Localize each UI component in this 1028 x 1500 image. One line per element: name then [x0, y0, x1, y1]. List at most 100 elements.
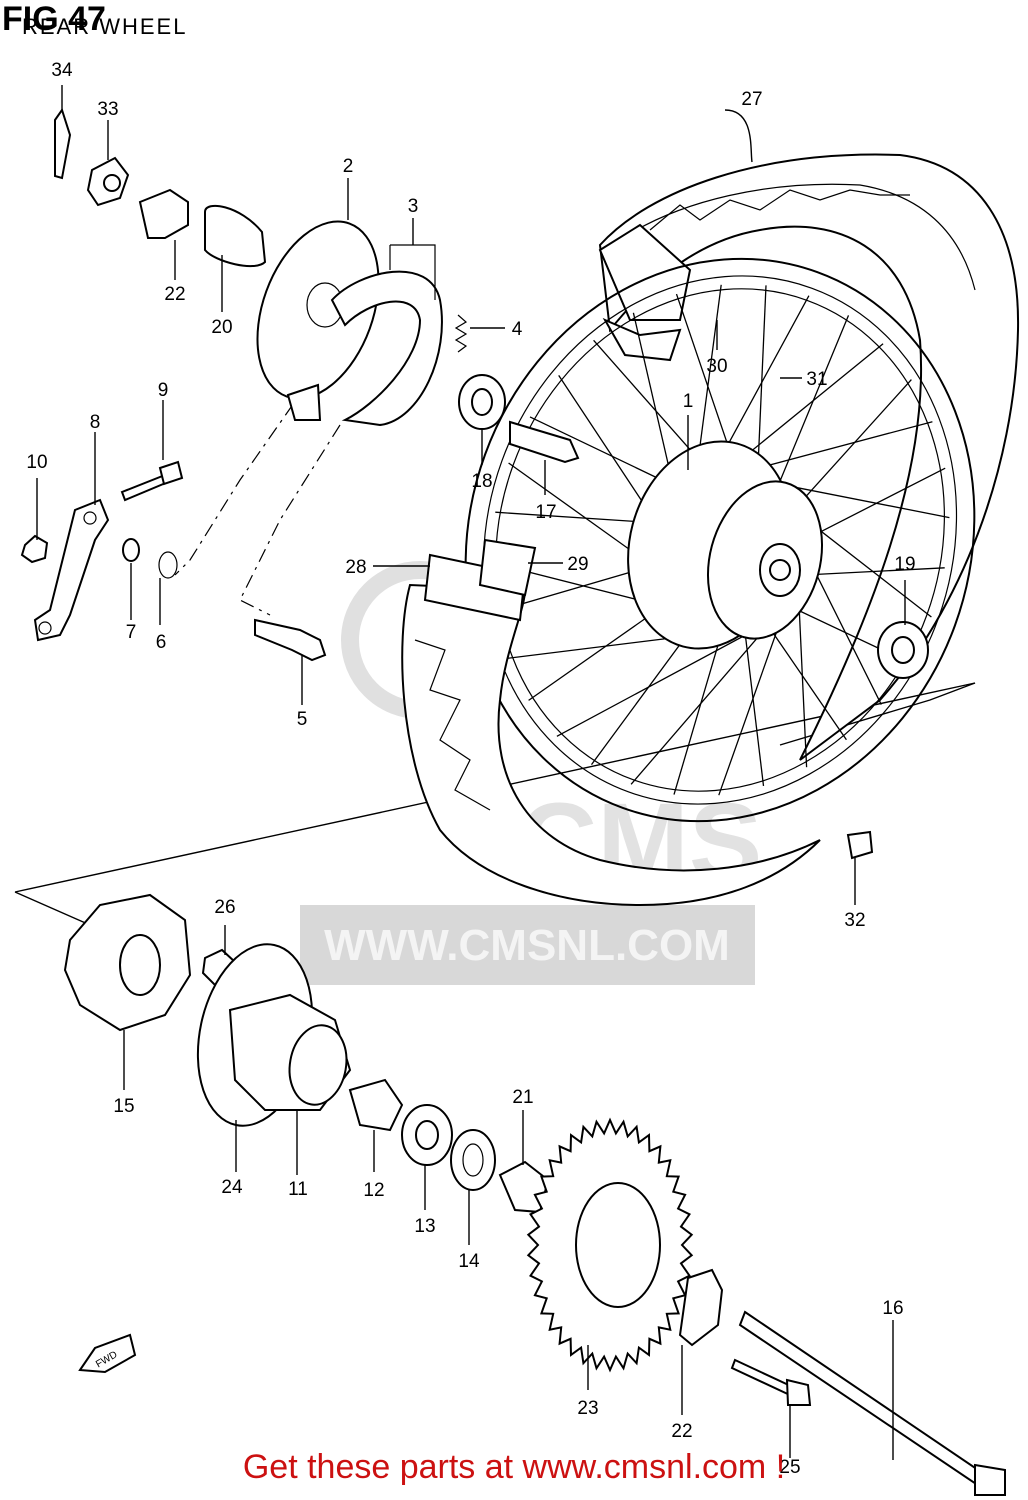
- sprocket-hub-bore: [288, 1024, 348, 1106]
- tire-lower-tread: [414, 639, 491, 811]
- label-25: 25: [779, 1457, 800, 1478]
- watermark-banner: [300, 905, 755, 985]
- cush-drive-bore: [119, 934, 161, 996]
- label-32: 32: [844, 910, 865, 931]
- bearing-19-bore: [891, 636, 915, 664]
- tube-section-29: [478, 538, 537, 597]
- label-27: 27: [741, 89, 762, 110]
- spacer-20: [204, 204, 267, 267]
- label-31: 31: [806, 369, 827, 390]
- tire-27: [598, 153, 1020, 761]
- label-28: 28: [345, 557, 366, 578]
- tire-28: [401, 538, 821, 907]
- label-12: 12: [363, 1180, 384, 1201]
- sprocket-center: [575, 1182, 661, 1308]
- spring-4: [454, 314, 468, 353]
- figure-subtitle: REAR WHEEL: [22, 14, 188, 39]
- dashdot-line-valve: [239, 424, 341, 616]
- footer-link-text[interactable]: Get these parts at www.cmsnl.com !: [242, 1448, 786, 1486]
- brake-cam-5: [254, 618, 327, 662]
- label-23: 23: [577, 1398, 598, 1419]
- spoke: [556, 633, 747, 737]
- oil-seal-14-inner: [462, 1143, 484, 1177]
- label-17: 17: [535, 502, 556, 523]
- axle-16-head: [974, 1463, 1006, 1496]
- tire-tread-pattern: [649, 189, 910, 231]
- tire-cutaway-30: [598, 223, 692, 321]
- parts-sprocket: FWD: [63, 893, 1006, 1496]
- cotter-pin-34: [54, 107, 72, 180]
- bolt-25-head: [785, 1378, 812, 1406]
- spoke: [630, 624, 770, 785]
- bearing-13-bore: [415, 1120, 439, 1150]
- tube-section-30: [602, 317, 682, 362]
- spacer-12: [348, 1078, 404, 1132]
- spoke: [733, 343, 884, 467]
- label-16: 16: [882, 1298, 903, 1319]
- spoke: [756, 421, 933, 470]
- label-2: 2: [343, 156, 354, 177]
- nut-10: [20, 534, 49, 564]
- label-7: 7: [126, 622, 137, 643]
- label-5: 5: [297, 709, 308, 730]
- spoke: [799, 467, 946, 543]
- label-19: 19: [894, 554, 915, 575]
- label-10: 10: [26, 452, 47, 473]
- label-34: 34: [51, 60, 73, 81]
- valve-cap-32: [846, 830, 874, 860]
- label-29: 29: [567, 554, 588, 575]
- part-labels: 34 33 2 3 4 22 20 9 8 10 7 6 5 18 17 27 …: [26, 60, 915, 1478]
- spoke: [673, 630, 723, 795]
- label-6: 6: [156, 632, 167, 653]
- label-4: 4: [512, 319, 523, 340]
- tire-tread-line: [619, 183, 976, 291]
- spoke: [675, 293, 736, 466]
- rim-inner-2: [495, 288, 945, 792]
- figure-title: FIG 47: [2, 0, 106, 38]
- brake-lever-8: [33, 498, 110, 642]
- rim-inner: [482, 275, 958, 805]
- spoke: [777, 483, 950, 519]
- label-3: 3: [408, 196, 419, 217]
- o-ring-6: [158, 551, 178, 579]
- brake-shoe-3: [330, 270, 443, 427]
- label-13: 13: [414, 1216, 435, 1237]
- label-14: 14: [458, 1251, 480, 1272]
- brake-panel-arm: [286, 383, 322, 421]
- label-9: 9: [158, 380, 169, 401]
- label-20: 20: [211, 317, 232, 338]
- spoke: [718, 603, 788, 796]
- spoke: [767, 624, 847, 741]
- bolt-9: [120, 473, 170, 502]
- brake-panel-2: [256, 220, 380, 400]
- watermark-text: WWW.CMSNL.COM: [324, 921, 730, 970]
- label-26: 26: [214, 897, 235, 918]
- hub-axle-hole: [769, 559, 791, 581]
- tire-lower-outer: [401, 583, 821, 907]
- label-8: 8: [90, 412, 101, 433]
- dashdot-line-brake: [174, 379, 311, 576]
- wheel-assembly-1: [464, 257, 976, 823]
- brake-shoe-bracket-line: [389, 244, 436, 300]
- label-33: 33: [97, 99, 118, 120]
- bolt-9-head: [158, 460, 184, 486]
- washer-7: [122, 538, 140, 562]
- label-15: 15: [113, 1096, 134, 1117]
- label-24: 24: [221, 1177, 243, 1198]
- oil-seal-14: [450, 1129, 496, 1191]
- label-21: 21: [512, 1087, 533, 1108]
- spacer-17: [509, 420, 580, 464]
- label-22-lower: 22: [671, 1421, 692, 1442]
- label-1: 1: [683, 391, 694, 412]
- spoke: [744, 634, 765, 786]
- bearing-18-bore: [471, 388, 493, 416]
- label-30: 30: [706, 356, 727, 377]
- lever-hole-top: [83, 511, 97, 525]
- castle-nut-hole: [103, 174, 121, 192]
- bolt-25: [730, 1358, 797, 1398]
- leader-lines: [36, 85, 906, 1460]
- fwd-arrow-icon: [78, 1333, 137, 1374]
- spoke: [792, 379, 912, 512]
- spoke: [797, 567, 945, 577]
